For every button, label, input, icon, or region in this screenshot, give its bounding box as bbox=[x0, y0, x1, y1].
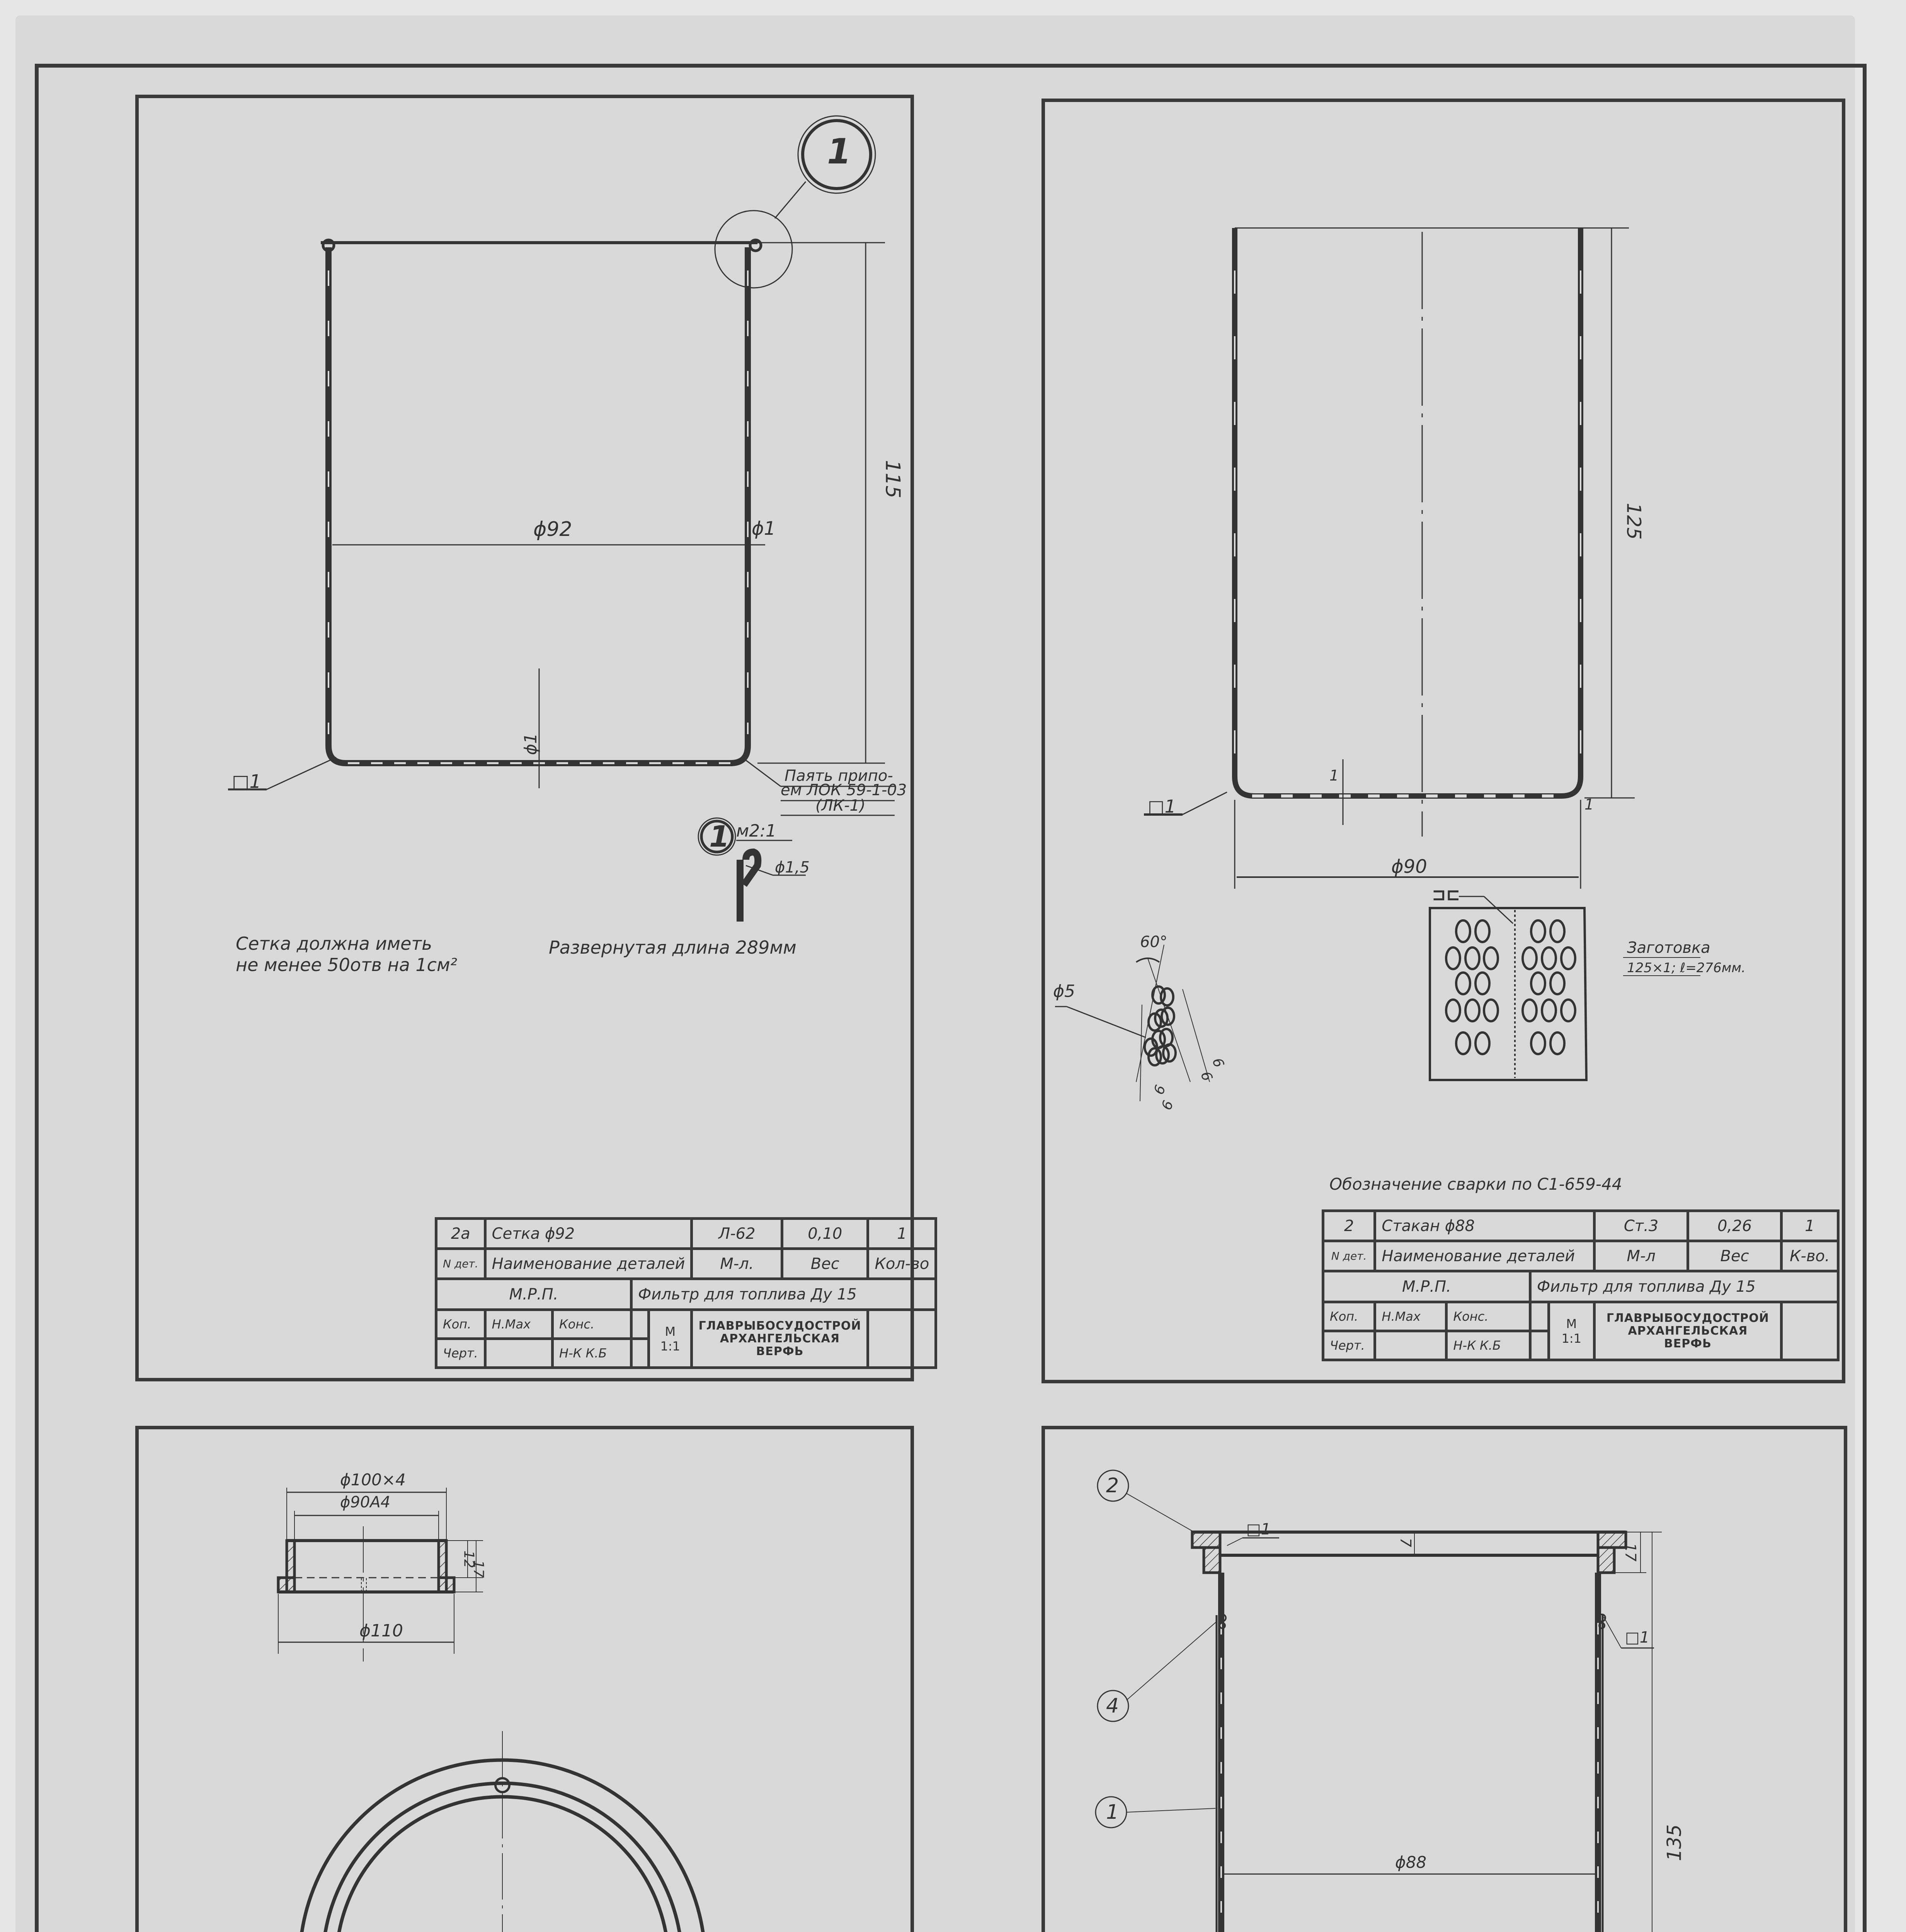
org-line-3: ВЕРФЬ bbox=[1664, 1337, 1712, 1350]
dim-height-17: 17 bbox=[1622, 1543, 1639, 1562]
org-line-1: ГЛАВРЫБОСУДОСТРОЙ bbox=[1606, 1311, 1769, 1325]
weld-mark: □1 bbox=[1148, 796, 1176, 817]
dim-wall-thickness: 1 bbox=[1584, 796, 1594, 813]
cop-label: Коп. bbox=[435, 1308, 487, 1340]
org-line-2: АРХАНГЕЛЬСКАЯ bbox=[720, 1332, 840, 1345]
solder-note-2: ем ЛОК 59-1-03 bbox=[781, 781, 907, 799]
dim-height-7: 7 bbox=[1397, 1537, 1414, 1548]
dim-diameter-92: ϕ92 bbox=[533, 518, 572, 541]
cop-sign: Н.Мах bbox=[1373, 1301, 1448, 1332]
part-qty: 1 bbox=[1780, 1209, 1840, 1242]
scale-label: М bbox=[1566, 1316, 1577, 1331]
blank-note-1: Заготовка bbox=[1627, 939, 1710, 957]
weld-mark-right: □1 bbox=[1625, 1629, 1650, 1646]
cop-sign: Н.Мах bbox=[483, 1308, 554, 1340]
sheet-mesh-drawing bbox=[135, 95, 914, 1381]
callout-1: 1 bbox=[827, 131, 851, 172]
nk-label: Н-К К.Б bbox=[551, 1337, 633, 1369]
dim-diameter-88: ϕ88 bbox=[1395, 1853, 1427, 1872]
cons-label: Конс. bbox=[1445, 1301, 1532, 1332]
dim-height-135: 135 bbox=[1663, 1824, 1686, 1861]
outer-frame bbox=[35, 64, 1867, 1932]
weld-mark-top: □1 bbox=[1246, 1520, 1271, 1538]
dim-wall-1: ϕ1 bbox=[752, 518, 776, 539]
scale-value: 1:1 bbox=[660, 1338, 681, 1354]
part-material: Ст.3 bbox=[1593, 1209, 1690, 1242]
sheet2-title-block: 2 Стакан ϕ88 Ст.3 0,26 1 N дет. Наименов… bbox=[1321, 1209, 1840, 1361]
hole-diameter-5: ϕ5 bbox=[1053, 981, 1076, 1001]
part-material: Л-62 bbox=[690, 1217, 784, 1250]
blank-note-2: 125×1; ℓ=276мм. bbox=[1627, 960, 1746, 976]
note-mesh-1: Сетка должна иметь bbox=[236, 933, 432, 954]
note-unrolled-length: Развернутая длина 289мм bbox=[549, 937, 796, 958]
scale-label: М bbox=[665, 1324, 676, 1339]
hdr-material: М-л. bbox=[690, 1247, 784, 1280]
cons-label: Конс. bbox=[551, 1308, 633, 1340]
sheet-flange-drawing bbox=[135, 1426, 914, 1932]
part-weight: 0,10 bbox=[781, 1217, 870, 1250]
callout-1: 1 bbox=[1106, 1801, 1119, 1824]
weld-standard-note: Обозначение сварки по С1-659-44 bbox=[1329, 1175, 1622, 1194]
part-name: Стакан ϕ88 bbox=[1373, 1209, 1596, 1242]
hdr-weight: Вес bbox=[1686, 1240, 1783, 1272]
dim-base: ϕ110 bbox=[359, 1621, 403, 1641]
note-mesh-2: не менее 50отв на 1см² bbox=[236, 954, 458, 975]
hdr-qty: К-во. bbox=[1780, 1240, 1840, 1272]
nk-label: Н-К К.Б bbox=[1445, 1330, 1532, 1361]
solder-note-1: Паять припо- bbox=[785, 767, 893, 785]
draw-label: Черт. bbox=[1321, 1330, 1377, 1361]
hdr-material: М-л bbox=[1593, 1240, 1690, 1272]
dim-outer-top: ϕ100×4 bbox=[340, 1470, 406, 1489]
org-line-2: АРХАНГЕЛЬСКАЯ bbox=[1628, 1324, 1748, 1338]
callout-2-top: 2 bbox=[1106, 1474, 1119, 1497]
ministry: М.Р.П. bbox=[1322, 1270, 1532, 1303]
cop-label: Коп. bbox=[1321, 1301, 1377, 1332]
weld-mark: □1 bbox=[232, 771, 261, 793]
part-num: 2 bbox=[1321, 1209, 1377, 1242]
hdr-weight: Вес bbox=[781, 1247, 870, 1280]
part-num: 2а bbox=[435, 1217, 487, 1250]
detail-scale: м2:1 bbox=[736, 821, 777, 841]
dim-inner: ϕ90А4 bbox=[340, 1493, 391, 1511]
solder-note-3: (ЛК-1) bbox=[815, 797, 866, 815]
hdr-name: Наименование деталей bbox=[1373, 1240, 1596, 1272]
sheet1-title-block: 2а Сетка ϕ92 Л-62 0,10 1 N дет. Наименов… bbox=[435, 1217, 938, 1369]
part-name: Сетка ϕ92 bbox=[483, 1217, 693, 1250]
org-line-1: ГЛАВРЫБОСУДОСТРОЙ bbox=[698, 1319, 861, 1333]
org-line-3: ВЕРФЬ bbox=[756, 1345, 804, 1358]
part-weight: 0,26 bbox=[1686, 1209, 1783, 1242]
dim-bottom-thickness: 1 bbox=[1329, 767, 1339, 784]
hdr-num: N дет. bbox=[1321, 1240, 1377, 1272]
sheet-cup-drawing bbox=[1041, 99, 1845, 1383]
callout-4: 4 bbox=[1106, 1694, 1119, 1718]
detail-callout: 1 bbox=[709, 819, 730, 854]
hdr-qty: Кол-во bbox=[866, 1247, 938, 1280]
dim-diameter-90: ϕ90 bbox=[1391, 856, 1427, 878]
weld-symbol: ⊐⊏ bbox=[1432, 885, 1460, 905]
angle-60: 60° bbox=[1140, 933, 1167, 951]
paper-sheet bbox=[15, 15, 1855, 1932]
part-qty: 1 bbox=[866, 1217, 938, 1250]
hdr-num: N дет. bbox=[435, 1247, 487, 1280]
detail-wire-dim: ϕ1,5 bbox=[775, 859, 810, 876]
draw-label: Черт. bbox=[435, 1337, 487, 1369]
ministry: М.Р.П. bbox=[435, 1277, 633, 1311]
sheet-assembly-drawing bbox=[1041, 1426, 1847, 1932]
scale-value: 1:1 bbox=[1561, 1331, 1582, 1346]
hdr-name: Наименование деталей bbox=[483, 1247, 693, 1280]
drawing-title: Фильтр для топлива Ду 15 bbox=[1528, 1270, 1840, 1303]
drawing-title: Фильтр для топлива Ду 15 bbox=[630, 1277, 938, 1311]
